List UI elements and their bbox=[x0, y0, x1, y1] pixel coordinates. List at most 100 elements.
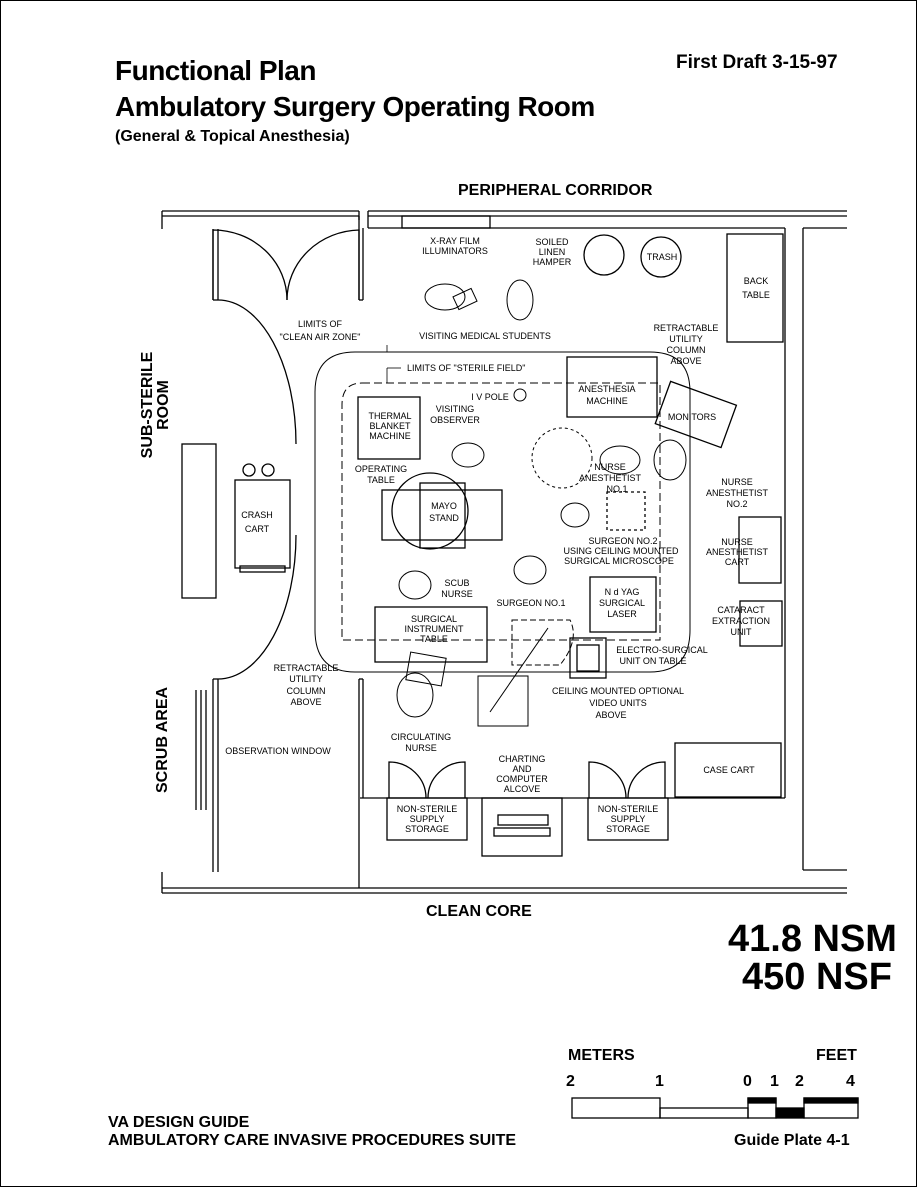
laser-label-1: N d YAG bbox=[605, 587, 640, 597]
instrument-label-3: TABLE bbox=[420, 634, 448, 644]
laser-label-3: LASER bbox=[607, 609, 637, 619]
clean-air-zone bbox=[314, 351, 691, 673]
linen-label-3: HAMPER bbox=[533, 257, 572, 267]
plan-title: Functional Plan bbox=[115, 55, 316, 86]
instrument-table bbox=[374, 606, 488, 663]
electro-surgical-unit bbox=[569, 637, 607, 679]
anesthesia-label-2: MACHINE bbox=[586, 396, 628, 406]
scale-meters-label: METERS bbox=[568, 1047, 635, 1064]
mayo-stand-tray bbox=[419, 482, 466, 549]
retract-left-label-4: ABOVE bbox=[290, 697, 321, 707]
surgeon1-label: SURGEON NO.1 bbox=[496, 598, 565, 608]
footer-design-guide: VA DESIGN GUIDE bbox=[108, 1114, 250, 1131]
observer-label-1: VISITING bbox=[436, 404, 475, 414]
retract-right-label-2: UTILITY bbox=[669, 334, 703, 344]
nonsterile-storage-left bbox=[386, 797, 468, 841]
nurse-anes1-label-3: NO.1 bbox=[606, 484, 627, 494]
retract-right-label-4: ABOVE bbox=[670, 356, 701, 366]
nonsterile-right-label-3: STORAGE bbox=[606, 824, 650, 834]
nurse-anes1-label-1: NURSE bbox=[594, 462, 626, 472]
right-wall bbox=[784, 227, 847, 871]
scale-tick-label: 0 bbox=[743, 1073, 752, 1090]
crash-cart bbox=[234, 479, 291, 569]
retract-left-label-3: COLUMN bbox=[286, 686, 325, 696]
retract-right-label-1: RETRACTABLE bbox=[654, 323, 719, 333]
scale-tick-label: 4 bbox=[846, 1073, 855, 1090]
computer-keyboard bbox=[493, 827, 551, 837]
staff-figures bbox=[396, 279, 687, 718]
plan-labels: X-RAY FILM ILLUMINATORS SOILED LINEN HAM… bbox=[225, 236, 770, 834]
nonsterile-left-label-2: SUPPLY bbox=[410, 814, 445, 824]
electro-label-2: UNIT ON TABLE bbox=[619, 656, 686, 666]
xray-label-1: X-RAY FILM bbox=[430, 236, 480, 246]
operating-table bbox=[381, 489, 503, 541]
circulating-label-1: CIRCULATING bbox=[391, 732, 451, 742]
charting-label-2: AND bbox=[512, 764, 532, 774]
trash-can bbox=[640, 236, 682, 278]
charting-alcove bbox=[481, 797, 563, 857]
electro-surgical-screen bbox=[576, 644, 600, 672]
nonsterile-storage-right bbox=[587, 797, 669, 841]
laser-unit bbox=[589, 576, 657, 633]
iv-pole-label: I V POLE bbox=[471, 392, 509, 402]
observer-label-2: OBSERVER bbox=[430, 415, 480, 425]
retract-left-label-1: RETRACTABLE bbox=[274, 663, 339, 673]
students-label: VISITING MEDICAL STUDENTS bbox=[419, 331, 551, 341]
electro-label-1: ELECTRO-SURGICAL bbox=[616, 645, 708, 655]
thermal-label-3: MACHINE bbox=[369, 431, 411, 441]
anesthesia-machine bbox=[566, 356, 658, 418]
crash-cart-label-1: CRASH bbox=[241, 510, 273, 520]
cataract-unit bbox=[739, 600, 783, 647]
video-label-2: VIDEO UNITS bbox=[589, 698, 647, 708]
footer-guide-plate: Guide Plate 4-1 bbox=[734, 1132, 850, 1149]
peripheral-corridor-label: PERIPHERAL CORRIDOR bbox=[458, 182, 653, 199]
surgeon2-label-2: USING CEILING MOUNTED bbox=[563, 546, 679, 556]
left-wall bbox=[161, 211, 364, 893]
nurse-anes1-label-2: ANESTHETIST bbox=[579, 473, 642, 483]
clean-air-label-2: "CLEAN AIR ZONE" bbox=[280, 332, 361, 342]
mayo-label-2: STAND bbox=[429, 513, 459, 523]
scale-feet-label: FEET bbox=[816, 1047, 857, 1064]
back-table-label-2: TABLE bbox=[742, 290, 770, 300]
sterile-field-label: LIMITS OF "STERILE FIELD" bbox=[407, 363, 525, 373]
clean-core-label: CLEAN CORE bbox=[426, 903, 532, 920]
computer-monitor bbox=[497, 814, 549, 826]
nonsterile-left-label-3: STORAGE bbox=[405, 824, 449, 834]
surgeon2-label-1: SURGEON NO.2 bbox=[588, 536, 657, 546]
linen-label-1: SOILED bbox=[535, 237, 569, 247]
scub-nurse-label-1: SCUB bbox=[444, 578, 469, 588]
mayo-stand bbox=[391, 472, 469, 550]
back-table-label-1: BACK bbox=[744, 276, 769, 286]
video-label-1: CEILING MOUNTED OPTIONAL bbox=[552, 686, 684, 696]
circulating-label-2: NURSE bbox=[405, 743, 437, 753]
crash-cart-label-2: CART bbox=[245, 524, 270, 534]
cataract-label-1: CATARACT bbox=[717, 605, 765, 615]
linen-label-2: LINEN bbox=[539, 247, 566, 257]
thermal-blanket-machine bbox=[357, 396, 421, 460]
microscope-footprint bbox=[606, 491, 646, 531]
monitors-label: MONITORS bbox=[668, 412, 716, 422]
trash-label: TRASH bbox=[647, 252, 678, 262]
charting-label-4: ALCOVE bbox=[504, 784, 541, 794]
operating-table-label-2: TABLE bbox=[367, 475, 395, 485]
thermal-label-2: BLANKET bbox=[369, 421, 411, 431]
observation-window-label: OBSERVATION WINDOW bbox=[225, 746, 331, 756]
case-cart-label: CASE CART bbox=[703, 765, 755, 775]
sterile-field bbox=[341, 382, 661, 641]
xray-label-2: ILLUMINATORS bbox=[422, 246, 488, 256]
instrument-label-2: INSTRUMENT bbox=[405, 624, 464, 634]
instrument-label-1: SURGICAL bbox=[411, 614, 457, 624]
mayo-label-1: MAYO bbox=[431, 501, 457, 511]
nonsterile-right-label-1: NON-STERILE bbox=[598, 804, 659, 814]
nurse-anes2-label-3: NO.2 bbox=[726, 499, 747, 509]
cataract-label-2: EXTRACTION bbox=[712, 616, 770, 626]
operating-table-label-1: OPERATING bbox=[355, 464, 407, 474]
cart-label-1: NURSE bbox=[721, 537, 753, 547]
scale-tick-label: 2 bbox=[566, 1073, 575, 1090]
bottom-wall bbox=[162, 797, 847, 894]
cart-label-3: CART bbox=[725, 557, 750, 567]
nurse-anes2-label-2: ANESTHETIST bbox=[706, 488, 769, 498]
back-table bbox=[726, 233, 784, 343]
anesthesia-label-1: ANESTHESIA bbox=[578, 384, 635, 394]
